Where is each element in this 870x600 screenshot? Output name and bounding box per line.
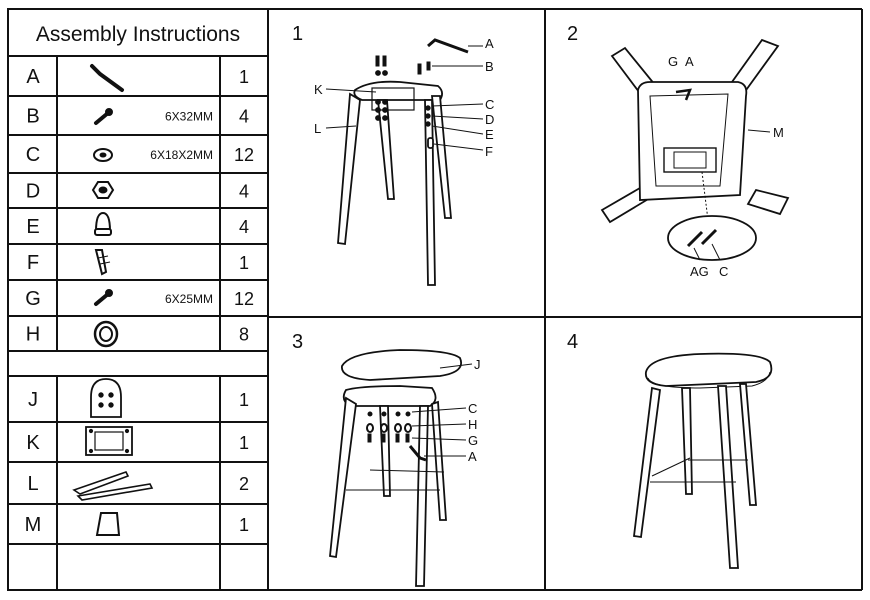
svg-text:E: E [485, 127, 494, 142]
svg-text:A: A [468, 449, 477, 464]
mounting-plate-icon [85, 426, 133, 456]
svg-text:A: A [685, 54, 694, 69]
part-letter: B [26, 106, 39, 128]
washer-icon [93, 148, 113, 162]
seat-icon [90, 378, 122, 418]
part-size: 6X32MM [165, 110, 213, 124]
part-quantity: 12 [234, 145, 254, 165]
svg-text:M: M [773, 125, 784, 140]
step-number: 3 [292, 331, 303, 353]
part-letter: J [28, 389, 38, 411]
svg-text:G: G [468, 433, 478, 448]
table-title: Assembly Instructions [36, 23, 240, 46]
allen-key-icon [90, 64, 124, 92]
part-quantity: 1 [239, 67, 249, 87]
part-quantity: 1 [239, 253, 249, 273]
part-letter: E [26, 216, 39, 238]
step-3-callouts: J C H G A [411, 357, 481, 464]
cap-nut-icon [94, 211, 112, 236]
step-number: 2 [567, 23, 578, 45]
part-quantity: 4 [239, 182, 249, 202]
hex-nut-icon [91, 181, 115, 199]
part-quantity: 4 [239, 107, 249, 127]
part-letter: F [27, 252, 39, 274]
part-quantity: 1 [239, 515, 249, 535]
svg-text:D: D [485, 112, 494, 127]
part-row-b: B 6X32MM 4 [26, 106, 249, 128]
svg-text:C: C [485, 97, 494, 112]
step-number: 1 [292, 23, 303, 45]
part-letter: D [26, 181, 40, 203]
seat-attach-illustration [329, 349, 462, 587]
part-quantity: 1 [239, 433, 249, 453]
svg-text:K: K [314, 82, 323, 97]
part-letter: C [26, 144, 40, 166]
step-1-callouts: A B K L C D E F [314, 36, 494, 159]
assembled-stool-illustration [633, 352, 773, 569]
step-2-callouts: G A M AG C [668, 54, 784, 279]
part-row-g: G 6X25MM 12 [25, 288, 254, 310]
part-letter: M [25, 514, 42, 536]
part-quantity: 2 [239, 474, 249, 494]
part-letter: L [27, 473, 38, 495]
step-3-panel: 3 J C [292, 331, 481, 587]
part-size: 6X25MM [165, 292, 213, 306]
part-quantity: 12 [234, 289, 254, 309]
part-letter: A [26, 66, 40, 88]
step-grid [268, 8, 863, 591]
part-letter: H [26, 324, 40, 346]
svg-text:AG: AG [690, 264, 709, 279]
part-quantity: 4 [239, 217, 249, 237]
spring-washer-icon [93, 320, 119, 348]
part-letter: K [26, 432, 40, 454]
bolt-icon [94, 108, 113, 125]
inverted-stool-illustration [600, 38, 790, 261]
svg-text:F: F [485, 144, 493, 159]
part-letter: G [25, 288, 41, 310]
step-2-panel: 2 G A M AG C [567, 23, 790, 279]
part-size: 6X18X2MM [150, 148, 213, 162]
footrest-icon [95, 512, 121, 536]
step-number: 4 [567, 331, 578, 353]
svg-text:C: C [719, 264, 728, 279]
step-1-panel: 1 A B [292, 23, 494, 286]
part-row-c: C 6X18X2MM 12 [26, 144, 254, 166]
leg-icon [72, 471, 154, 501]
part-quantity: 8 [239, 325, 249, 345]
part-quantity: 1 [239, 390, 249, 410]
svg-text:C: C [468, 401, 477, 416]
svg-text:B: B [485, 59, 494, 74]
bolt-icon [94, 289, 113, 306]
step-4-panel: 4 [567, 331, 773, 569]
svg-text:H: H [468, 417, 477, 432]
svg-text:L: L [314, 121, 321, 136]
svg-text:A: A [485, 36, 494, 51]
svg-text:J: J [474, 357, 481, 372]
anchor-screw-icon [94, 249, 111, 276]
svg-text:G: G [668, 54, 678, 69]
